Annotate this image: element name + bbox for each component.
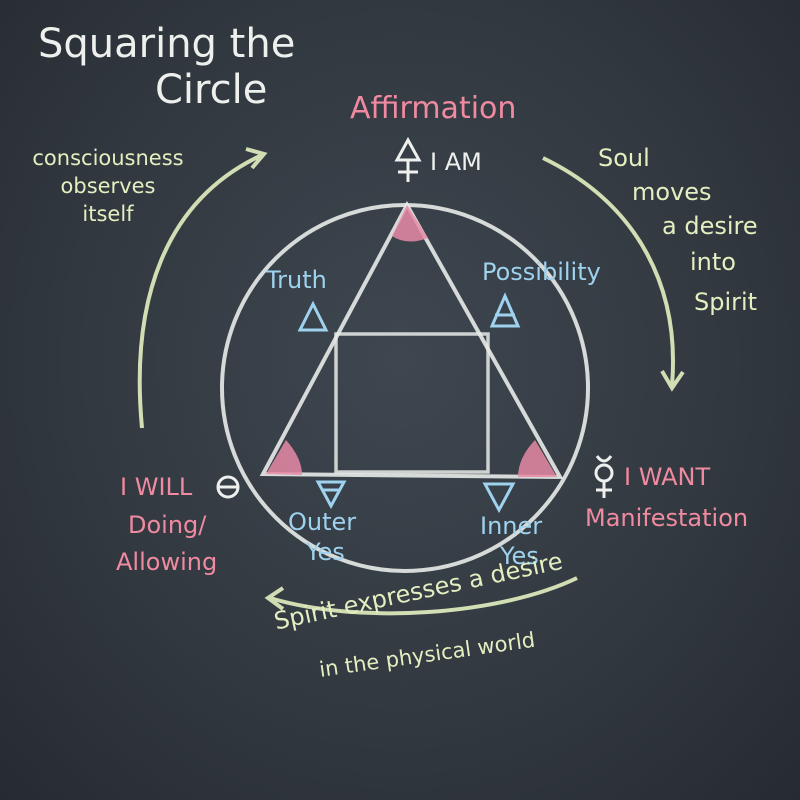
truth-label: Truth	[266, 266, 327, 294]
left-arrow-text-2: observes	[60, 174, 156, 198]
bottom-cycle-arrow	[264, 576, 578, 616]
right-arrow-text-4: into	[690, 248, 736, 276]
manifestation-label: Manifestation	[585, 504, 749, 532]
title-line-2: Circle	[155, 67, 268, 113]
left-cycle-arrow	[137, 147, 268, 429]
earth-symbol-icon	[315, 480, 347, 510]
inscribed-square	[334, 332, 490, 474]
water-symbol-icon	[482, 482, 516, 514]
fire-symbol-icon	[297, 300, 329, 332]
left-arrow-text-3: itself	[82, 202, 134, 226]
right-arrow-text-1: Soul	[598, 144, 650, 172]
inner-yes-line-2: Yes	[500, 542, 539, 570]
left-angle-wedge	[266, 440, 302, 475]
i-will-statement: I WILL	[120, 473, 193, 501]
doing-label: Doing/	[128, 511, 207, 539]
outer-yes-line-2: Yes	[306, 538, 345, 566]
right-angle-wedge	[518, 440, 557, 477]
outer-yes-line-1: Outer	[288, 508, 357, 536]
affirmation-label: Affirmation	[350, 91, 517, 126]
left-arrow-text-1: consciousness	[32, 146, 184, 170]
i-am-statement: I AM	[430, 148, 482, 176]
right-cycle-arrow	[542, 156, 685, 392]
salt-symbol-icon	[216, 475, 240, 499]
title-line-1: Squaring the	[38, 21, 296, 67]
possibility-label: Possibility	[482, 258, 601, 286]
allowing-label: Allowing	[116, 548, 218, 576]
air-symbol-icon	[489, 292, 521, 328]
right-arrow-text-5: Spirit	[694, 288, 758, 316]
inner-yes-line-1: Inner	[480, 512, 543, 540]
right-arrow-text-2: moves	[632, 178, 712, 206]
mercury-symbol-icon	[594, 455, 614, 498]
sulfur-symbol-icon	[394, 136, 422, 182]
right-arrow-text-3: a desire	[662, 212, 758, 240]
main-triangle	[259, 200, 564, 480]
i-want-statement: I WANT	[624, 463, 711, 491]
top-angle-wedge	[392, 205, 428, 242]
